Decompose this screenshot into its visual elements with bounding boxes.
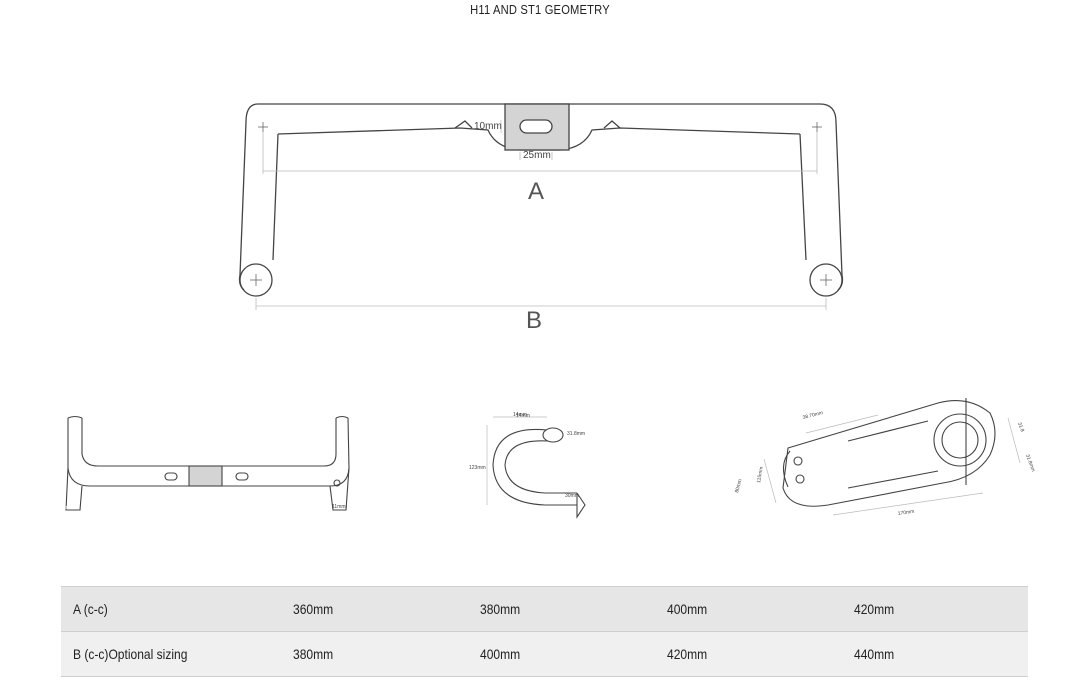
table-cell: 380mm [281,631,468,677]
clamp-width-label: 25mm [523,150,551,161]
stem-left-inner-label: 115mm [756,466,765,483]
side-bottom-label: 30mm [565,493,579,499]
handlebar-side-diagram: 14mm 31.8mm 123mm 30mm [469,412,586,519]
table-cell: 420mm [655,631,842,677]
stem-diagram: 38.70mm 31.8 31.8mm 115mm 80mm 170mm [734,398,1036,517]
stem-right-bottom-label: 31.8mm [1024,454,1036,473]
stem-left-outer-label: 80mm [734,479,743,494]
handlebar-front-diagram: 10mm 25mm A B [238,103,844,334]
row-label: A (c-c) [61,586,281,632]
dimension-b-label: B [526,307,542,334]
drop-dims-overlay-2: 12mm [60,505,74,511]
table-cell: 400mm [655,586,842,632]
drop-dims-overlay: 14mm [516,413,530,419]
row-label: B (c-c)Optional sizing [61,631,281,677]
dimension-a-label: A [528,178,544,205]
table-cell: 380mm [468,586,655,632]
handlebar-top-diagram: 11mm [65,415,350,511]
table-cell: 420mm [842,586,1028,632]
stem-top-label: 38.70mm [802,410,824,421]
side-clamp-label: 31.8mm [567,431,585,437]
table-row: B (c-c)Optional sizing 380mm 400mm 420mm… [61,631,1028,677]
drop-width-label: 14mm [516,413,530,419]
drop-height-label: 12mm [60,505,74,511]
stem-right-top-label: 31.8 [1016,422,1025,433]
sizing-table: A (c-c) 360mm 380mm 400mm 420mm B (c-c)O… [61,586,1028,677]
table-cell: 360mm [281,586,468,632]
page-title: H11 AND ST1 GEOMETRY [470,2,610,17]
side-top-label: 14mm [513,412,527,418]
table-row: A (c-c) 360mm 380mm 400mm 420mm [61,586,1028,632]
side-height-label: 123mm [469,465,486,471]
stem-length-label: 170mm [897,509,914,517]
table-cell: 440mm [842,631,1028,677]
table-cell: 400mm [468,631,655,677]
clamp-height-label: 10mm [474,121,502,132]
drop-side-label: 11mm [332,504,346,510]
